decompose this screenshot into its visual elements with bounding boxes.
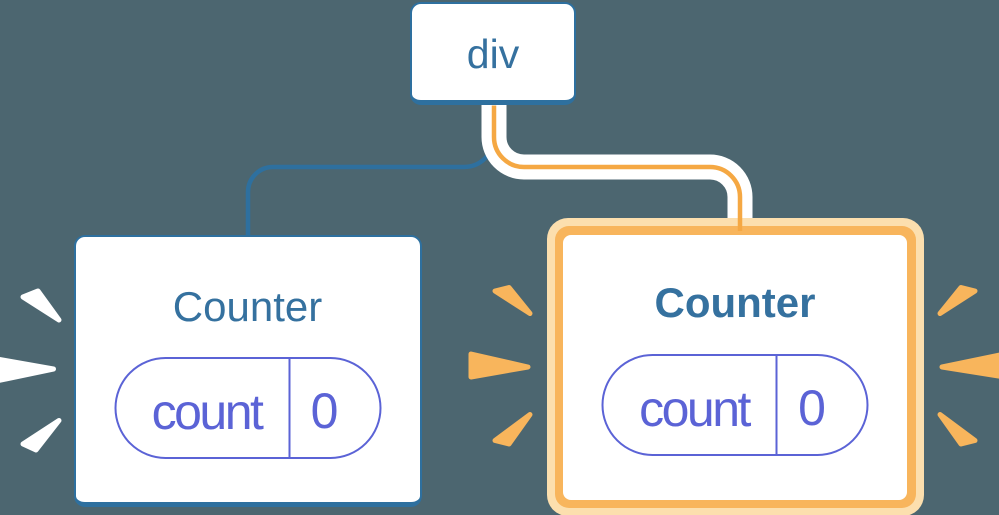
state-value-label: 0 [310,382,339,439]
ray-icon [939,352,999,379]
tree-node-div: div [410,2,576,105]
counter-card-left-title: Counter [172,282,323,330]
edge-div-to-right-counter-halo [481,96,753,219]
state-key-cell: count [604,355,778,454]
counter-card-right-highlighted: Counter count 0 [546,218,924,515]
counter-card-left-state-pill: count 0 [114,356,381,459]
state-value-label: 0 [798,379,826,436]
state-value-cell: 0 [290,359,379,457]
ray-icon [468,351,531,380]
ray-icon [20,288,62,323]
state-key-cell: count [116,358,290,457]
highlight-ring: Counter count 0 [554,226,916,508]
counter-card-right-body: Counter count 0 [563,234,907,500]
tree-node-div-label: div [466,30,520,77]
burst-left-counter [0,288,62,453]
ray-icon [20,418,62,453]
counter-card-right-title: Counter [654,278,816,326]
ray-icon [492,412,533,447]
ray-icon [0,357,56,383]
burst-right-counter-right [937,285,999,447]
edge-div-to-left-counter [245,96,497,245]
state-value-cell: 0 [778,356,867,454]
counter-card-right-state-pill: count 0 [601,353,869,456]
state-key-label: count [639,380,751,437]
counter-card-left: Counter count 0 [73,234,422,507]
burst-right-counter-left [468,285,533,447]
ray-icon [937,412,978,447]
state-key-label: count [151,383,264,440]
ray-icon [937,285,978,316]
edge-div-to-right-counter [491,105,743,231]
ray-icon [492,285,533,316]
